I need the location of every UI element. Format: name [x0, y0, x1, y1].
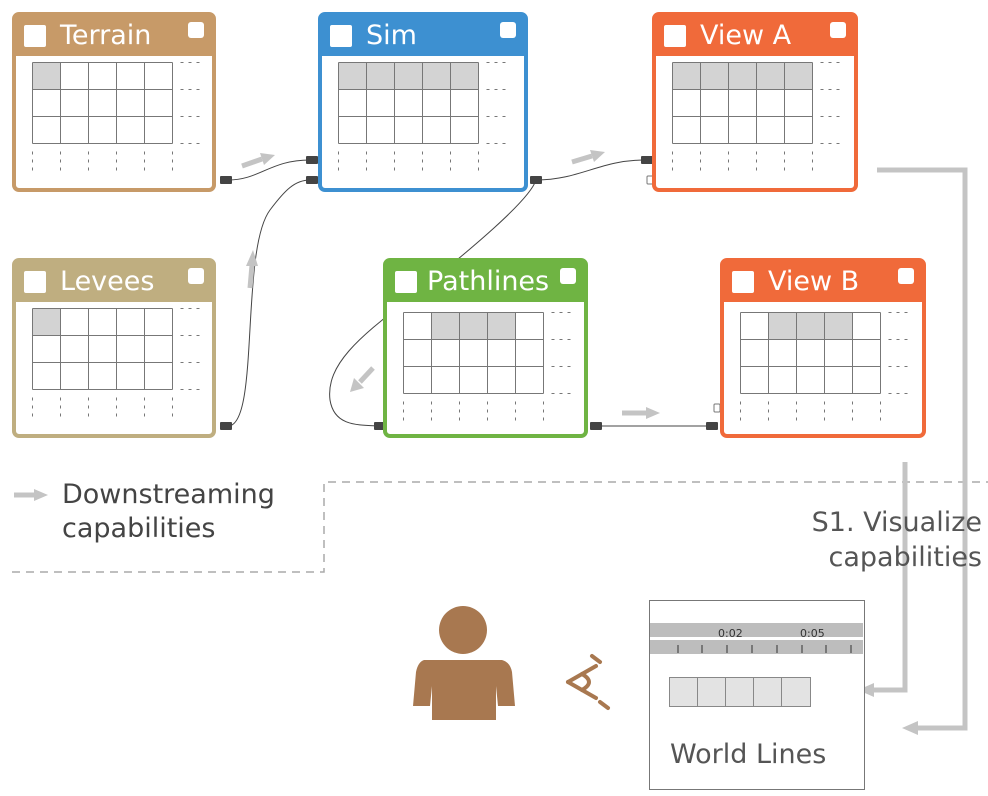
grid-cell-selected	[728, 62, 757, 90]
legend-line-2: capabilities	[62, 513, 216, 544]
mountain-icon	[24, 25, 46, 47]
grid-cell-selected	[338, 62, 367, 90]
camera-icon	[664, 25, 686, 47]
table-grid	[403, 312, 576, 424]
world-lines-track[interactable]	[669, 677, 811, 709]
table-grid	[740, 312, 913, 424]
grid-cell-selected	[824, 312, 853, 340]
panel-title: View A	[700, 20, 792, 51]
panel-pathlines[interactable]: Pathlines	[383, 258, 588, 438]
arrowhead-viewB	[858, 683, 874, 697]
legend-arrow-icon	[14, 489, 48, 501]
camera-icon	[732, 271, 754, 293]
s1-feedback-arrows	[870, 167, 968, 731]
arrow-viewB-worldlines	[870, 462, 908, 693]
visualize-eye-icon	[566, 654, 610, 710]
wire-sim-viewA	[535, 159, 646, 181]
grid-cell-selected	[672, 62, 701, 90]
panel-terrain[interactable]: Terrain	[12, 12, 216, 192]
grid-cell-selected	[32, 308, 61, 336]
panel-header[interactable]	[724, 262, 922, 302]
arrow-sim-viewA	[571, 150, 605, 165]
s1-line-1: S1. Visualize	[811, 507, 982, 538]
arrowhead-viewA	[902, 721, 918, 735]
arrow-pathlines-viewB	[622, 407, 660, 419]
s1-label: S1. Visualize capabilities	[812, 505, 982, 575]
streamlines-icon	[395, 271, 417, 293]
grid-cell-selected	[422, 62, 451, 90]
grid-cell-selected	[394, 62, 423, 90]
close-icon[interactable]	[830, 22, 846, 38]
grid-cell-selected	[700, 62, 729, 90]
grid-cell-selected	[756, 62, 785, 90]
close-icon[interactable]	[500, 22, 516, 38]
legend-line-1: Downstreaming	[62, 479, 275, 510]
table-grid	[32, 62, 204, 174]
panel-title: Terrain	[60, 20, 152, 51]
timeline-label-2: 0:05	[800, 627, 825, 640]
close-icon[interactable]	[898, 268, 914, 284]
wave-icon	[330, 25, 352, 47]
grid-cell-selected	[450, 62, 479, 90]
timeline-ruler[interactable]	[650, 623, 863, 683]
panel-title: Pathlines	[427, 266, 550, 297]
world-lines-title: World Lines	[670, 739, 827, 770]
table-grid	[338, 62, 511, 174]
panel-title: Levees	[60, 266, 155, 297]
panel-header[interactable]	[16, 16, 212, 56]
close-icon[interactable]	[188, 22, 204, 38]
panel-view-a[interactable]: View A	[652, 12, 858, 192]
grid-cell-selected	[32, 62, 61, 90]
grid-cell-selected	[459, 312, 488, 340]
table-grid	[32, 308, 204, 420]
dashed-boundary	[12, 481, 988, 573]
table-grid	[672, 62, 845, 174]
legend-label: Downstreaming capabilities	[62, 478, 275, 546]
arrow-levees-up	[246, 250, 258, 289]
panel-sim[interactable]: Sim	[318, 12, 528, 192]
panel-header[interactable]	[322, 16, 524, 56]
panel-header[interactable]	[387, 262, 584, 302]
user-avatar-icon	[413, 606, 515, 720]
close-icon[interactable]	[188, 268, 204, 284]
s1-line-2: capabilities	[828, 542, 982, 573]
arrow-terrain-sim	[241, 153, 275, 169]
wire-levees-sim	[227, 179, 311, 427]
world-lines-panel[interactable]: 0:02 0:05 World Lines	[649, 600, 865, 790]
arrow-pathlines-down	[350, 366, 375, 392]
grid-cell-selected	[796, 312, 825, 340]
grid-cell-selected	[784, 62, 813, 90]
wire-terrain-sim	[227, 159, 311, 181]
grid-cell-selected	[487, 312, 516, 340]
panel-title: View B	[768, 266, 860, 297]
grid-cell-selected	[768, 312, 797, 340]
panel-header[interactable]	[16, 262, 212, 302]
wire-sim-pathlines	[329, 179, 537, 427]
panel-view-b[interactable]: View B	[720, 258, 926, 438]
close-icon[interactable]	[560, 268, 576, 284]
timeline-label-1: 0:02	[718, 627, 743, 640]
grid-cell-selected	[431, 312, 460, 340]
grid-cell-selected	[366, 62, 395, 90]
arrow-viewA-worldlines	[877, 167, 968, 731]
panel-header[interactable]	[656, 16, 854, 56]
connection-wires	[227, 159, 710, 427]
downstream-arrows	[241, 150, 660, 419]
factory-icon	[24, 271, 46, 293]
panel-levees[interactable]: Levees	[12, 258, 216, 438]
panel-title: Sim	[366, 20, 417, 51]
